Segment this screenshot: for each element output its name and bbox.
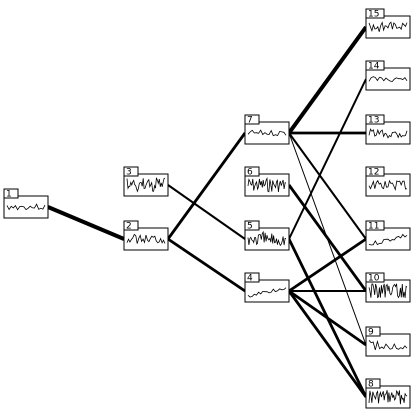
node-label: 12 bbox=[368, 168, 379, 178]
node-box bbox=[365, 67, 411, 91]
node-label-box bbox=[244, 166, 260, 177]
sparkline-medium bbox=[368, 179, 408, 192]
node-box bbox=[123, 227, 169, 251]
node-label-box bbox=[244, 220, 260, 231]
node-label: 5 bbox=[247, 222, 253, 232]
node-label: 6 bbox=[247, 168, 253, 178]
node-box bbox=[244, 279, 290, 303]
node-3: 3 bbox=[123, 166, 169, 197]
node-label: 7 bbox=[247, 116, 253, 126]
node-7: 7 bbox=[244, 114, 290, 145]
sparkline-medium bbox=[368, 21, 408, 33]
node-9: 9 bbox=[365, 326, 411, 357]
edge-3-to-5 bbox=[167, 184, 246, 240]
sparkline-dense bbox=[368, 389, 408, 405]
node-label: 11 bbox=[368, 222, 379, 232]
node-label-box bbox=[365, 60, 385, 71]
node-label: 8 bbox=[368, 380, 374, 390]
sparkline-dense bbox=[126, 177, 166, 193]
node-10: 10 bbox=[365, 272, 411, 303]
sparkline-calm bbox=[6, 203, 46, 211]
node-label-box bbox=[365, 166, 385, 177]
edge-4-to-8 bbox=[287, 290, 368, 398]
node-5: 5 bbox=[244, 220, 290, 251]
edge-layer bbox=[47, 25, 368, 398]
node-box bbox=[365, 333, 411, 357]
node-8: 8 bbox=[365, 378, 411, 409]
edge-6-to-10 bbox=[287, 184, 368, 292]
node-label: 4 bbox=[247, 274, 253, 284]
node-box bbox=[3, 195, 49, 219]
sparkline-dense bbox=[247, 230, 286, 247]
node-label: 10 bbox=[368, 274, 380, 284]
node-box bbox=[244, 121, 290, 145]
node-label-box bbox=[244, 114, 260, 125]
node-15: 15 bbox=[365, 8, 411, 39]
node-14: 14 bbox=[365, 60, 411, 91]
node-label: 3 bbox=[126, 168, 132, 178]
node-11: 11 bbox=[365, 220, 411, 251]
sparkline-rising bbox=[368, 233, 408, 246]
edge-4-to-9 bbox=[288, 289, 367, 347]
sparkline-medium bbox=[126, 233, 166, 244]
sparkline-calm bbox=[247, 129, 287, 137]
sparkline-medium bbox=[368, 128, 408, 139]
node-6: 6 bbox=[244, 166, 290, 197]
edge-2-to-4 bbox=[167, 237, 246, 293]
edge-5-to-14 bbox=[288, 78, 367, 240]
node-box bbox=[365, 173, 411, 197]
node-label: 15 bbox=[368, 10, 379, 20]
sparkline-decay bbox=[368, 340, 408, 351]
edge-7-to-11 bbox=[288, 132, 367, 240]
node-4: 4 bbox=[244, 272, 290, 303]
node-12: 12 bbox=[365, 166, 411, 197]
node-label-box bbox=[365, 272, 385, 283]
node-label: 13 bbox=[368, 116, 379, 126]
node-label-box bbox=[365, 220, 385, 231]
node-label: 1 bbox=[6, 190, 12, 200]
node-label-box bbox=[365, 114, 385, 125]
node-label-box bbox=[123, 220, 139, 231]
edge-7-to-15 bbox=[287, 25, 368, 135]
node-13: 13 bbox=[365, 114, 411, 145]
edge-4-to-11 bbox=[288, 237, 367, 293]
sparkline-rising bbox=[247, 287, 287, 298]
node-box bbox=[365, 121, 411, 145]
node-label-box bbox=[3, 188, 19, 199]
node-2: 2 bbox=[123, 220, 169, 251]
edge-2-to-7 bbox=[166, 132, 247, 240]
node-label: 9 bbox=[368, 328, 374, 338]
node-label: 14 bbox=[368, 62, 380, 72]
node-label-box bbox=[244, 272, 260, 283]
sparkline-calm bbox=[368, 76, 408, 83]
sparkline-dense bbox=[368, 283, 408, 299]
node-label: 2 bbox=[126, 222, 132, 232]
node-label-box bbox=[365, 378, 381, 389]
edge-1-to-2 bbox=[47, 205, 125, 241]
node-label-box bbox=[365, 326, 381, 337]
node-label-box bbox=[365, 8, 385, 19]
node-1: 1 bbox=[3, 188, 49, 219]
node-box bbox=[244, 227, 290, 251]
node-label-box bbox=[123, 166, 139, 177]
sparkline-dense bbox=[247, 177, 287, 193]
